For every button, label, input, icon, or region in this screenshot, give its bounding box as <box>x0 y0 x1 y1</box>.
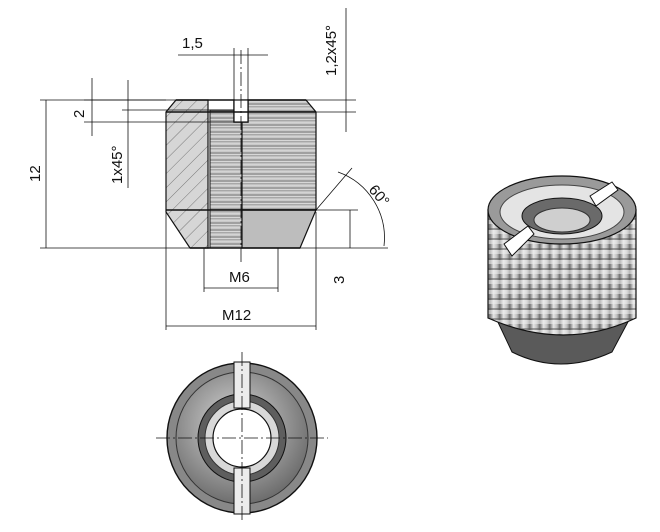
iso-slot-left <box>503 225 535 257</box>
dim-cone-height: 3 <box>316 209 358 284</box>
dim-top-chamfer: 1,2x45° <box>306 8 356 132</box>
dim-outer-thread-label: M12 <box>222 307 251 324</box>
dim-inner-chamfer-label: 1x45° <box>109 145 126 184</box>
dim-cone-angle-label: 60° <box>365 182 393 210</box>
dim-height-label: 12 <box>27 165 44 182</box>
dim-cone-height-label: 3 <box>331 276 348 284</box>
iso-slot-right <box>589 181 619 207</box>
section-view <box>165 50 317 262</box>
dim-inner-thread: M6 <box>203 248 279 292</box>
top-view <box>156 352 328 522</box>
dim-height: 12 <box>27 99 190 249</box>
cone-section <box>241 209 317 249</box>
dim-top-chamfer-label: 1,2x45° <box>323 25 340 76</box>
dim-slot-width-label: 1,5 <box>182 35 203 52</box>
inner-thread-section <box>209 109 243 249</box>
dim-inner-thread-label: M6 <box>229 269 250 286</box>
isometric-view <box>487 175 637 365</box>
dim-inner-chamfer: 1x45° <box>109 80 210 188</box>
dim-outer-thread: M12 <box>165 212 317 330</box>
outer-thread-body <box>241 99 317 211</box>
dim-slot-depth-label: 2 <box>71 110 88 118</box>
dim-slot-width: 1,5 <box>178 35 268 100</box>
